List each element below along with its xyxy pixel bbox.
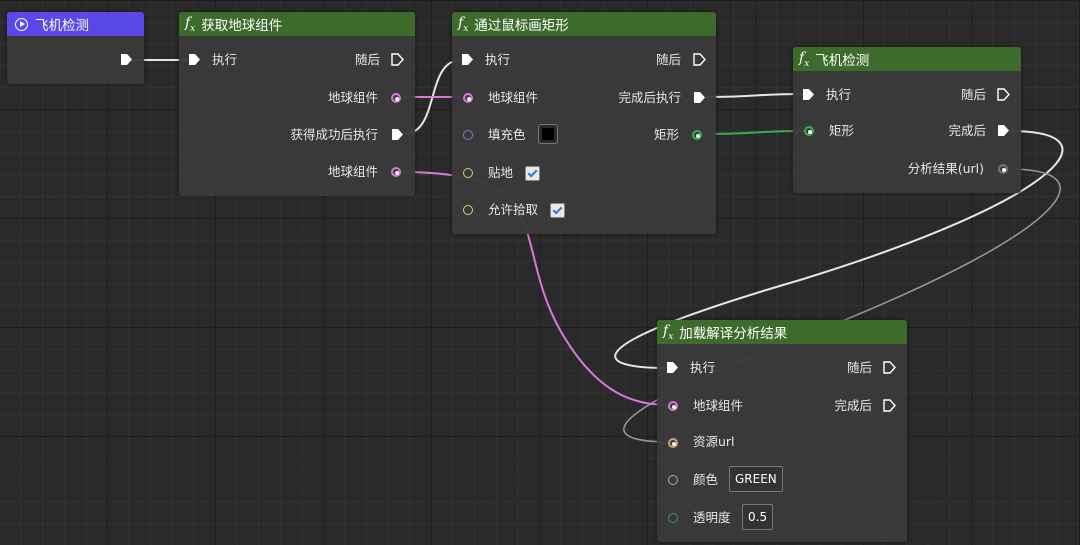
- wire-exec-draw-rect-to-detect: [705, 93, 807, 98]
- node-title: 通过鼠标画矩形: [474, 18, 569, 34]
- rect-out-pin[interactable]: [692, 130, 702, 140]
- on-success-label: 获得成功后执行: [290, 127, 378, 142]
- globe-out-label: 地球组件: [327, 90, 378, 105]
- then-out-pin[interactable]: [391, 53, 404, 66]
- node-header[interactable]: fx 通过鼠标画矩形: [452, 12, 716, 36]
- allow-pick-pin[interactable]: [463, 205, 473, 215]
- function-icon: fx: [663, 322, 674, 342]
- allow-pick-checkbox[interactable]: [550, 203, 565, 218]
- done-exec-label: 完成后执行: [618, 90, 681, 105]
- fill-color-label: 填充色: [488, 127, 526, 142]
- opacity-value-field[interactable]: 0.5: [742, 504, 774, 530]
- rect-in-label: 矩形: [829, 123, 855, 138]
- function-icon: fx: [185, 14, 196, 34]
- globe-out-pin[interactable]: [391, 93, 401, 103]
- result-url-label: 分析结果(url): [907, 161, 984, 176]
- exec-in-pin[interactable]: [461, 53, 474, 66]
- function-icon: fx: [458, 14, 469, 34]
- color-label: 颜色: [693, 472, 719, 487]
- exec-in-label: 执行: [826, 87, 852, 102]
- opacity-label: 透明度: [693, 510, 731, 525]
- event-node-title: 飞机检测: [35, 18, 89, 34]
- then-out-pin[interactable]: [997, 88, 1010, 101]
- fill-color-pin[interactable]: [463, 130, 473, 140]
- exec-in-label: 执行: [690, 360, 716, 375]
- clamp-checkbox[interactable]: [525, 166, 540, 181]
- done-label: 完成后: [948, 123, 986, 138]
- function-node-draw-rectangle[interactable]: fx 通过鼠标画矩形 执行 随后 地球组件 完成后执行 填充色 矩形 贴地 允许…: [452, 12, 716, 234]
- rect-in-pin[interactable]: [804, 126, 814, 136]
- function-icon: fx: [799, 49, 810, 69]
- exec-in-label: 执行: [485, 52, 511, 67]
- node-title: 获取地球组件: [201, 18, 283, 34]
- globe-in-label: 地球组件: [693, 398, 744, 413]
- node-title: 飞机检测: [815, 53, 870, 69]
- result-url-out-pin[interactable]: [998, 164, 1008, 174]
- on-success-out-pin[interactable]: [391, 128, 404, 141]
- exec-in-pin[interactable]: [188, 53, 201, 66]
- exec-out-pin[interactable]: [120, 53, 133, 66]
- done-label: 完成后: [834, 398, 872, 413]
- allow-pick-label: 允许拾取: [488, 202, 539, 217]
- then-label: 随后: [354, 52, 380, 67]
- function-node-plane-detect[interactable]: fx 飞机检测 执行 随后 矩形 完成后 分析结果(url): [793, 47, 1021, 193]
- source-url-in-pin[interactable]: [668, 438, 678, 448]
- event-play-icon: [15, 17, 28, 31]
- function-node-load-analysis-result[interactable]: fx 加载解译分析结果 执行 随后 地球组件 完成后 资源url 颜色 GREE…: [657, 320, 907, 542]
- then-label: 随后: [655, 52, 681, 67]
- then-out-pin[interactable]: [693, 53, 706, 66]
- globe-in-label: 地球组件: [488, 90, 539, 105]
- then-label: 随后: [960, 87, 986, 102]
- node-header[interactable]: fx 获取地球组件: [179, 12, 415, 36]
- clamp-pin[interactable]: [463, 168, 473, 178]
- color-value-field[interactable]: GREEN: [729, 466, 783, 492]
- done-exec-out-pin[interactable]: [693, 91, 706, 104]
- exec-in-pin[interactable]: [666, 361, 679, 374]
- node-title: 加载解译分析结果: [679, 326, 788, 342]
- function-node-get-globe[interactable]: fx 获取地球组件 执行 随后 地球组件 获得成功后执行 地球组件: [179, 12, 415, 196]
- globe-in-pin[interactable]: [463, 93, 473, 103]
- clamp-label: 贴地: [488, 165, 514, 180]
- exec-in-pin[interactable]: [802, 88, 815, 101]
- globe-in-pin[interactable]: [668, 401, 678, 411]
- fill-color-swatch[interactable]: [538, 124, 558, 144]
- wire-rect-draw-to-detect: [702, 130, 807, 135]
- event-node-plane-detect[interactable]: 飞机检测: [7, 12, 144, 84]
- globe-out2-pin[interactable]: [391, 167, 401, 177]
- rect-out-label: 矩形: [653, 127, 679, 142]
- color-in-pin[interactable]: [668, 475, 678, 485]
- globe-out2-label: 地球组件: [327, 164, 378, 179]
- source-url-label: 资源url: [693, 434, 735, 449]
- node-header[interactable]: fx 飞机检测: [793, 47, 1021, 71]
- then-out-pin[interactable]: [883, 361, 896, 374]
- event-node-header[interactable]: 飞机检测: [7, 12, 144, 36]
- opacity-in-pin[interactable]: [668, 513, 678, 523]
- then-label: 随后: [846, 360, 872, 375]
- node-header[interactable]: fx 加载解译分析结果: [657, 320, 907, 344]
- done-out-pin[interactable]: [997, 124, 1010, 137]
- done-out-pin[interactable]: [883, 399, 896, 412]
- exec-in-label: 执行: [212, 52, 238, 67]
